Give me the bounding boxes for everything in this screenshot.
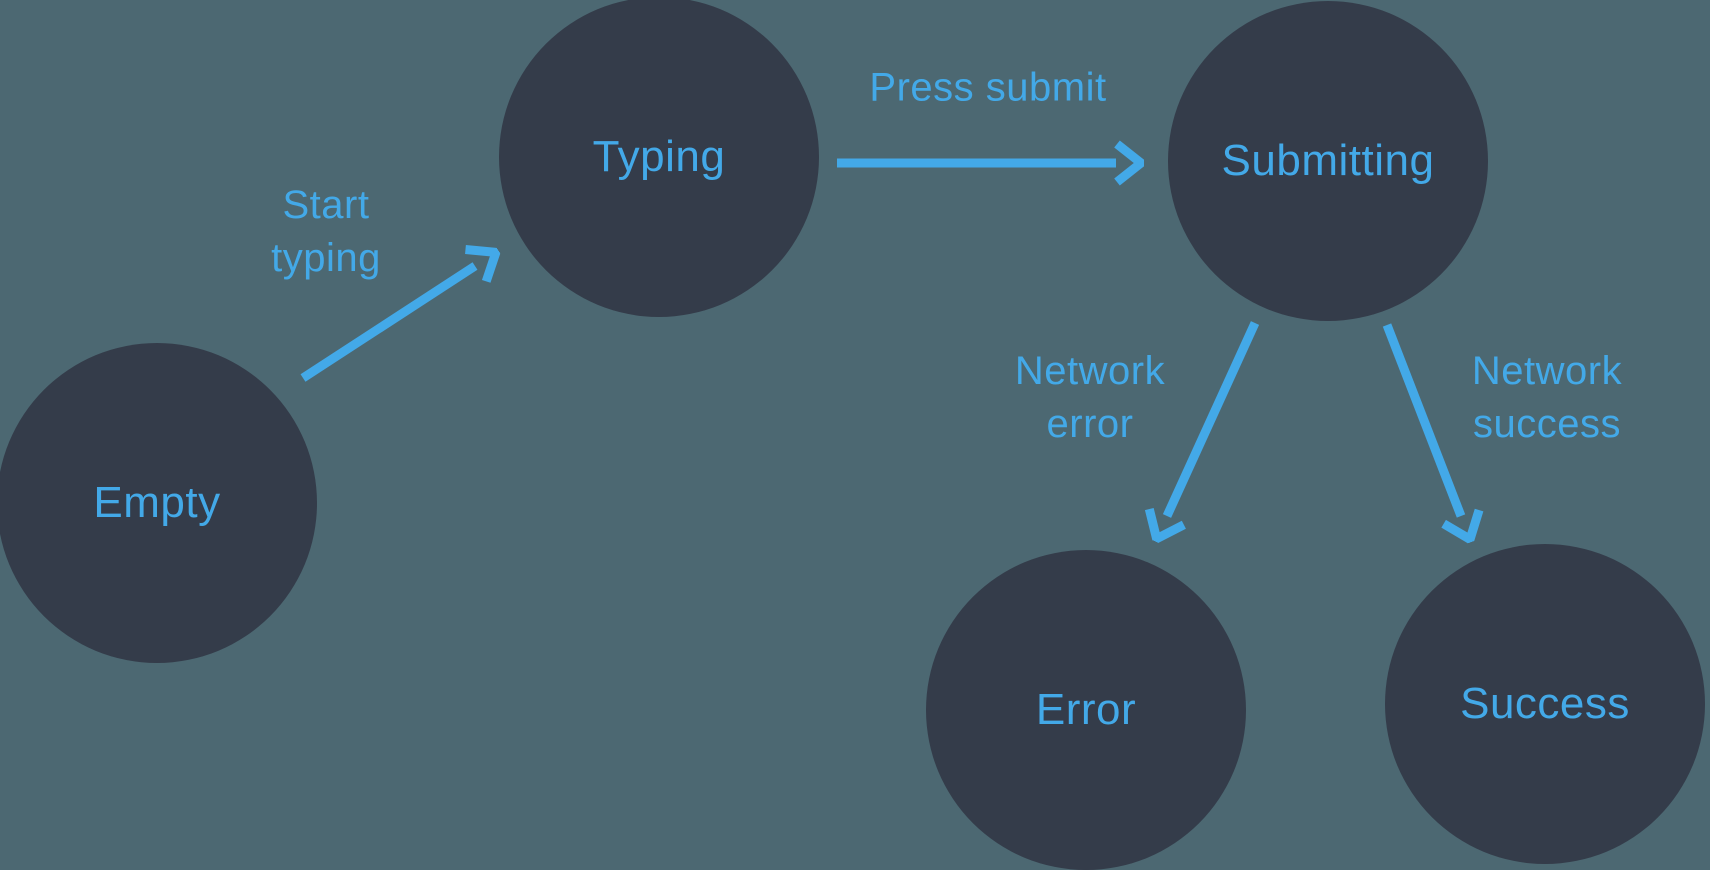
edge-label-network-success: Network success: [1471, 348, 1623, 446]
edge-label-press-submit: Press submit: [869, 65, 1107, 110]
state-node-success: Success: [1385, 544, 1705, 864]
state-node-typing: Typing: [499, 0, 819, 317]
edge-arrow-start-typing: [300, 266, 475, 382]
node-label-empty: Empty: [93, 478, 221, 527]
node-label-success: Success: [1460, 679, 1630, 728]
state-node-empty: Empty: [0, 343, 317, 663]
edge-label-network-error: Network error: [1014, 348, 1166, 446]
node-label-typing: Typing: [592, 132, 726, 181]
state-node-error: Error: [926, 550, 1246, 870]
state-node-submitting: Submitting: [1168, 1, 1488, 321]
edge-arrow-network-error: [1167, 321, 1260, 516]
node-label-submitting: Submitting: [1221, 136, 1435, 185]
edge-label-start-typing: Start typing: [271, 182, 381, 280]
edge-arrow-network-success: [1382, 323, 1461, 516]
node-label-error: Error: [1035, 685, 1137, 734]
